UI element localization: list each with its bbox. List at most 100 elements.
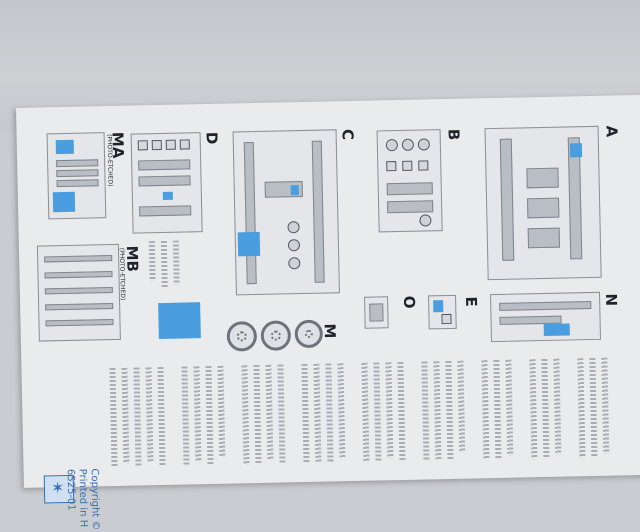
instruction-text — [421, 361, 430, 462]
highlight-mark — [569, 143, 583, 158]
instruction-sheet: A B C D — [16, 94, 640, 531]
japanese-note — [172, 240, 180, 285]
sprue-a-part — [499, 138, 515, 261]
wheel-part — [226, 321, 258, 352]
instruction-text — [253, 364, 262, 466]
sprue-e-part — [441, 313, 452, 325]
section-label-n: N — [602, 293, 621, 307]
sprue-n-part — [499, 300, 592, 311]
sprue-b-part — [418, 160, 429, 171]
instruction-text — [601, 357, 610, 454]
instruction-text — [445, 360, 454, 462]
instruction-text — [481, 360, 490, 461]
sprue-a-part — [527, 227, 561, 249]
sprue-b-part — [417, 138, 430, 151]
sprue-b-part — [386, 161, 397, 172]
sprue-b-part — [401, 138, 414, 151]
instruction-text — [241, 365, 250, 466]
instruction-text — [577, 358, 586, 459]
instruction-text — [541, 358, 550, 460]
sprue-d-part — [139, 205, 192, 217]
sprue-d-part — [179, 139, 190, 150]
sprue-c-part — [288, 257, 301, 270]
sprue-c-part — [287, 239, 301, 252]
instruction-text — [433, 361, 442, 460]
sprue-d-part — [138, 175, 191, 187]
instruction-text — [361, 362, 370, 463]
instruction-text — [217, 365, 226, 458]
instruction-text — [157, 366, 166, 468]
sprue-o-part — [369, 303, 384, 322]
section-label-a: A — [602, 125, 621, 138]
copyright-line: 6525-01 — [64, 468, 77, 511]
instruction-text — [205, 365, 214, 467]
sprue-n-frame — [490, 291, 601, 343]
sprue-d-part — [165, 139, 176, 150]
sprue-d-part — [137, 140, 148, 151]
sprue-d-part — [138, 159, 191, 171]
instruction-text — [277, 364, 286, 465]
instruction-text — [301, 363, 310, 465]
section-label-c: C — [338, 128, 357, 141]
sprue-o-frame — [364, 296, 389, 329]
sprue-e-frame — [428, 294, 457, 330]
sprue-b-part — [402, 160, 413, 171]
photo-etch-part — [56, 169, 99, 178]
japanese-note — [160, 240, 168, 289]
instruction-text — [589, 357, 598, 459]
instruction-text — [553, 358, 562, 455]
sprue-a-frame — [484, 125, 602, 281]
photo-etch-part — [45, 319, 114, 327]
instruction-text — [265, 364, 274, 461]
copyright-line: Copyright © — [88, 468, 101, 531]
highlight-mark — [433, 300, 444, 313]
sprue-b-part — [385, 139, 398, 152]
japanese-note — [148, 241, 156, 282]
instruction-text — [397, 361, 406, 463]
instruction-text — [109, 367, 118, 469]
instruction-text — [385, 362, 394, 459]
sprue-c-part — [287, 221, 300, 234]
photo-etch-part — [56, 159, 99, 168]
instruction-text — [457, 360, 466, 453]
sprue-b-part — [387, 200, 434, 214]
photo-etch-part — [56, 179, 99, 188]
section-label-b: B — [444, 128, 463, 141]
highlight-mark — [162, 191, 173, 200]
highlight-mark — [290, 185, 299, 196]
wheel-part — [260, 320, 292, 351]
section-label-m: M — [320, 323, 339, 339]
instruction-text — [145, 367, 154, 462]
instruction-text — [529, 359, 538, 460]
sprue-c-frame — [232, 129, 340, 296]
section-label-o: O — [400, 295, 419, 309]
highlight-mark — [55, 139, 74, 155]
sprue-d-part — [151, 139, 162, 151]
photo-etch-part — [44, 255, 113, 263]
instruction-text — [493, 359, 502, 461]
instruction-text — [505, 359, 514, 456]
instruction-text — [133, 367, 142, 468]
section-sublabel-mb: (PHOTO-ETCHED) — [117, 247, 127, 301]
instruction-text — [193, 366, 202, 463]
sprue-b-frame — [376, 129, 443, 233]
photo-etch-part — [45, 303, 114, 311]
instruction-text — [325, 363, 334, 464]
section-sublabel-ma: (PHOTO-ETCHED) — [105, 133, 114, 187]
section-label-d: D — [202, 131, 221, 145]
instruction-text — [313, 363, 322, 462]
photo-etch-part — [44, 271, 113, 279]
section-label-mb: MB — [122, 245, 142, 273]
photo-etch-mb-frame — [36, 243, 121, 342]
section-label-e: E — [462, 296, 481, 307]
sprue-a-part — [526, 167, 559, 189]
instruction-text — [373, 362, 382, 463]
photo-etch-part — [44, 287, 113, 295]
sprue-c-part — [243, 142, 257, 285]
highlight-mark — [52, 191, 76, 213]
highlight-mark — [543, 323, 570, 336]
copyright-line: Printed in H — [76, 468, 89, 528]
sprue-b-part — [386, 182, 433, 196]
instruction-text — [337, 363, 346, 458]
photo-etch-ma-frame — [46, 132, 107, 220]
